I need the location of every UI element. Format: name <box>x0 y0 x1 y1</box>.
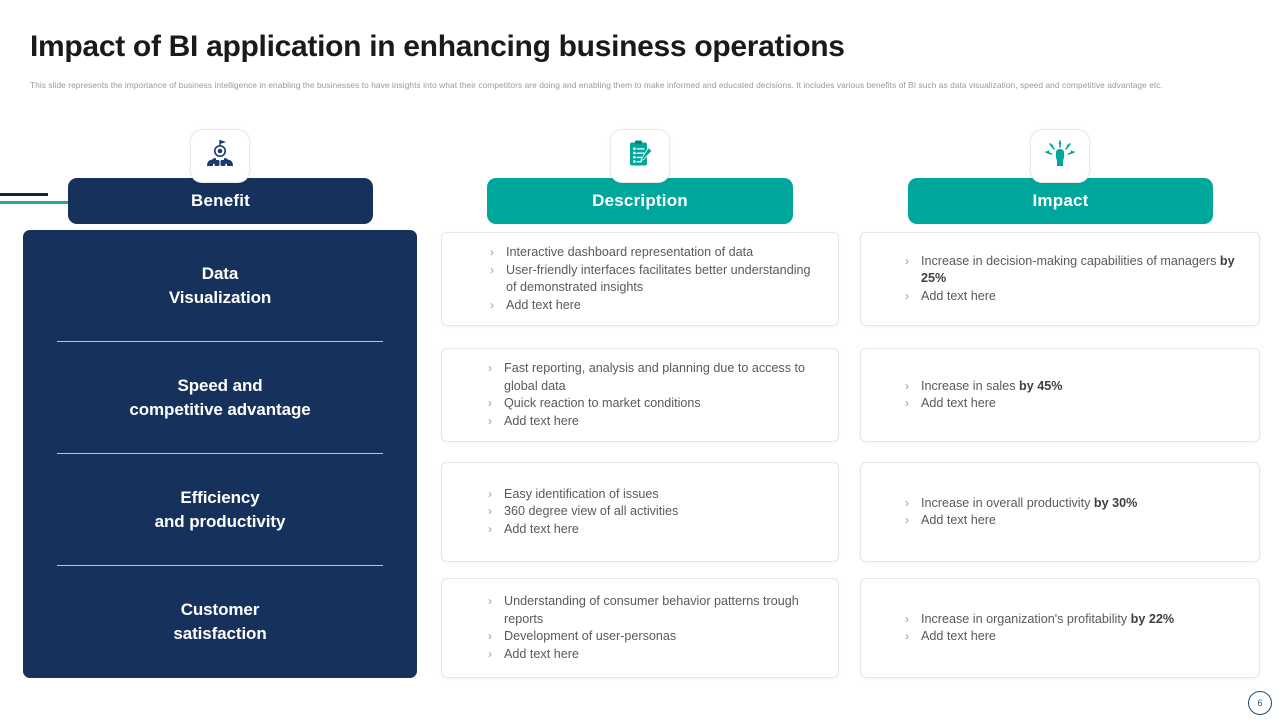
description-icon-chip <box>611 130 669 182</box>
impact-bullet-list: › Increase in sales by 45% › Add text he… <box>861 378 1259 413</box>
benefit-label-line2: satisfaction <box>173 624 267 643</box>
list-item: › Add text here <box>488 646 820 664</box>
description-card[interactable]: › Easy identification of issues › 360 de… <box>441 462 839 562</box>
chevron-right-icon: › <box>488 413 492 428</box>
chevron-right-icon: › <box>905 396 909 410</box>
chevron-right-icon: › <box>905 513 909 527</box>
benefit-row[interactable]: Efficiency and productivity <box>23 454 417 566</box>
benefit-label-line2: Visualization <box>168 288 272 307</box>
page-title: Impact of BI application in enhancing bu… <box>30 30 845 63</box>
chevron-right-icon: › <box>905 288 909 303</box>
benefit-divider <box>57 453 383 454</box>
page-subtitle: This slide represents the importance of … <box>30 80 1163 90</box>
accent-line-teal <box>0 201 68 204</box>
chevron-right-icon: › <box>905 253 909 268</box>
list-item: › Easy identification of issues <box>488 486 820 504</box>
description-bullet-list: › Fast reporting, analysis and planning … <box>442 360 838 430</box>
list-item: › Add text here <box>905 628 1241 646</box>
description-bullet-list: › Interactive dashboard representation o… <box>442 244 838 314</box>
list-item: › Increase in sales by 45% <box>905 378 1241 396</box>
list-item: › Fast reporting, analysis and planning … <box>488 361 806 393</box>
chevron-right-icon: › <box>488 646 492 661</box>
list-item: › Understanding of consumer behavior pat… <box>488 594 799 626</box>
column-header-description[interactable]: Description <box>487 178 793 224</box>
benefit-row[interactable]: Data Visualization <box>23 230 417 342</box>
column-header-impact[interactable]: Impact <box>908 178 1213 224</box>
benefit-label-line1: Data <box>201 264 239 283</box>
impact-fist-icon <box>1043 138 1077 175</box>
list-item: › Add text here <box>488 413 820 431</box>
chevron-right-icon: › <box>488 361 492 375</box>
chevron-right-icon: › <box>488 594 492 608</box>
list-item: › Quick reaction to market conditions <box>488 395 820 413</box>
impact-bullet-list: › Increase in organization's profitabili… <box>861 611 1259 646</box>
description-bullet-list: › Easy identification of issues › 360 de… <box>442 486 838 539</box>
chevron-right-icon: › <box>488 396 492 410</box>
accent-line-dark <box>0 193 48 196</box>
column-header-benefit[interactable]: Benefit <box>68 178 373 224</box>
chevron-right-icon: › <box>490 245 494 259</box>
benefit-divider <box>57 341 383 342</box>
page-number-label: 6 <box>1257 698 1263 708</box>
list-item: › Add text here <box>490 297 820 315</box>
chevron-right-icon: › <box>905 611 909 626</box>
chevron-right-icon: › <box>488 486 492 501</box>
list-item: › Add text here <box>905 395 1241 413</box>
chevron-right-icon: › <box>905 378 909 393</box>
benefit-label-line1: Speed and <box>177 376 263 395</box>
chevron-right-icon: › <box>488 629 492 643</box>
chevron-right-icon: › <box>905 495 909 510</box>
benefit-divider <box>57 565 383 566</box>
impact-card[interactable]: › Increase in sales by 45% › Add text he… <box>860 348 1260 442</box>
column-header-impact-label: Impact <box>1032 191 1089 210</box>
list-item: › Increase in organization's profitabili… <box>905 611 1241 629</box>
benefit-label-line2: and productivity <box>154 512 286 531</box>
chevron-right-icon: › <box>488 521 492 536</box>
chevron-right-icon: › <box>905 629 909 643</box>
benefit-icon-chip <box>191 130 249 182</box>
benefit-label-line1: Efficiency <box>180 488 260 507</box>
benefit-row[interactable]: Customer satisfaction <box>23 566 417 678</box>
list-item: › Add text here <box>488 521 820 539</box>
impact-card[interactable]: › Increase in decision-making capabiliti… <box>860 232 1260 326</box>
list-item: › Increase in overall productivity by 30… <box>905 495 1241 513</box>
description-card[interactable]: › Interactive dashboard representation o… <box>441 232 839 326</box>
benefit-label-line1: Customer <box>180 600 260 619</box>
team-target-icon <box>203 138 237 175</box>
impact-bullet-list: › Increase in overall productivity by 30… <box>861 495 1259 530</box>
impact-icon-chip <box>1031 130 1089 182</box>
chevron-right-icon: › <box>490 262 494 277</box>
benefit-row[interactable]: Speed and competitive advantage <box>23 342 417 454</box>
list-item: › 360 degree view of all activities <box>488 503 820 521</box>
column-header-description-label: Description <box>592 191 688 210</box>
impact-bullet-list: › Increase in decision-making capabiliti… <box>861 253 1259 306</box>
impact-card[interactable]: › Increase in organization's profitabili… <box>860 578 1260 678</box>
impact-card[interactable]: › Increase in overall productivity by 30… <box>860 462 1260 562</box>
page-number-badge: 6 <box>1248 691 1272 715</box>
description-card[interactable]: › Fast reporting, analysis and planning … <box>441 348 839 442</box>
clipboard-checklist-icon <box>624 138 656 175</box>
description-bullet-list: › Understanding of consumer behavior pat… <box>442 593 838 663</box>
chevron-right-icon: › <box>490 297 494 312</box>
benefit-panel: Data Visualization Speed and competitive… <box>23 230 417 678</box>
column-header-benefit-label: Benefit <box>190 191 251 210</box>
list-item: › Add text here <box>905 512 1241 530</box>
list-item: › Increase in decision-making capabiliti… <box>905 253 1235 286</box>
list-item: › Add text here <box>905 288 1241 306</box>
list-item: › User-friendly interfaces facilitates b… <box>490 262 811 295</box>
list-item: › Development of user-personas <box>488 628 820 646</box>
benefit-label-line2: competitive advantage <box>129 400 311 419</box>
description-card[interactable]: › Understanding of consumer behavior pat… <box>441 578 839 678</box>
list-item: › Interactive dashboard representation o… <box>490 244 820 262</box>
chevron-right-icon: › <box>488 504 492 519</box>
